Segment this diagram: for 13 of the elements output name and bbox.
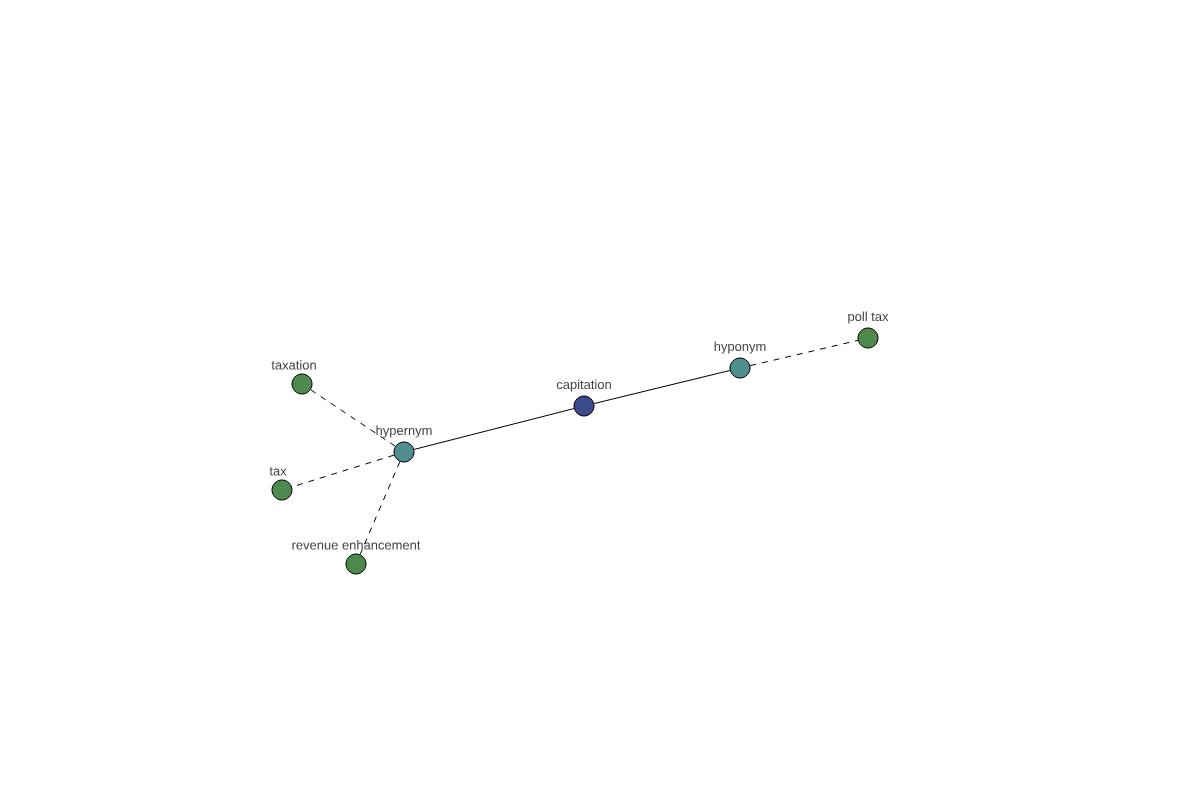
graph-node: [393, 441, 415, 463]
connector: [593, 370, 731, 404]
connector: [359, 461, 401, 555]
connector: [310, 389, 396, 447]
graph-node: [729, 357, 751, 379]
connector: [413, 408, 575, 450]
graph-node: [291, 373, 313, 395]
graph-node: [573, 395, 595, 417]
connector: [749, 339, 859, 367]
graph-node: [345, 553, 367, 575]
connector: [291, 454, 395, 488]
graph-node: [857, 327, 879, 349]
graph-node: [271, 479, 293, 501]
